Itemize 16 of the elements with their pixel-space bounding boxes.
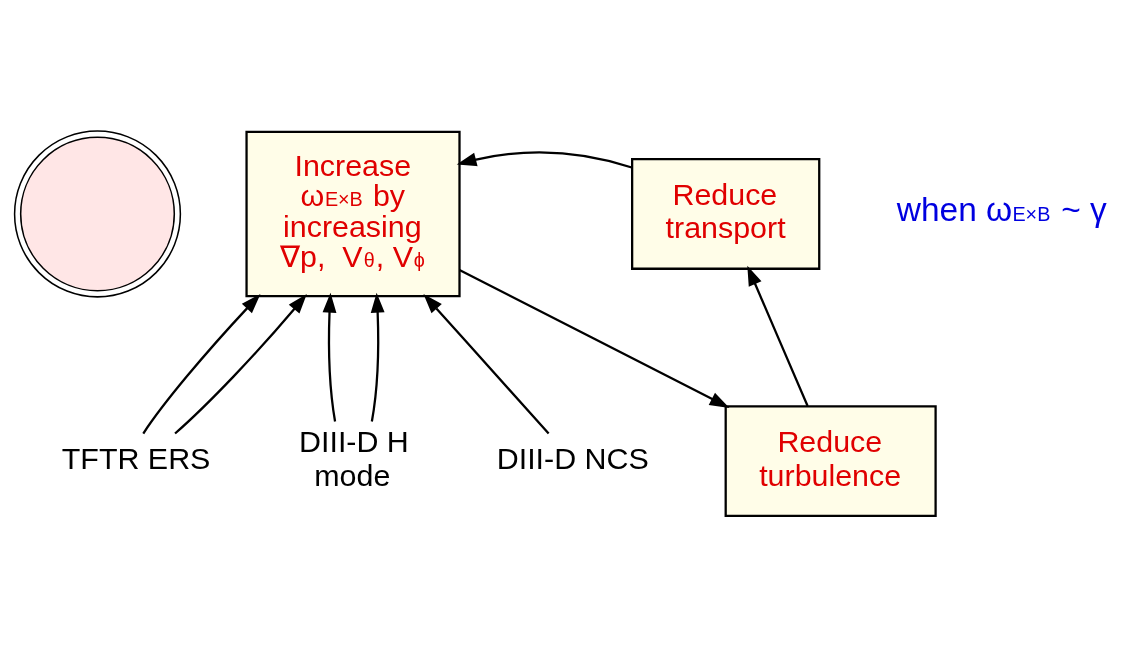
label: when ωE×B ~ γ <box>896 190 1107 228</box>
node-circle <box>13 129 182 298</box>
node-box: Reduce turbulence <box>724 404 937 517</box>
node-box: Increase ωE×B by increasing ∇p, Vθ, Vϕ <box>245 130 461 297</box>
arrow <box>370 292 385 422</box>
node-text: TFTR ERS <box>61 440 211 475</box>
arrow <box>322 292 337 422</box>
node-text: DIII-D NCS <box>496 440 649 475</box>
arrow <box>459 268 730 408</box>
node-text: DIII-D H mode <box>299 423 409 491</box>
arrow <box>747 265 809 406</box>
arrow <box>142 293 261 434</box>
arrow <box>423 293 550 434</box>
arrow <box>456 150 633 169</box>
node-box: Reduce transport <box>631 157 821 270</box>
arrow <box>174 293 307 434</box>
